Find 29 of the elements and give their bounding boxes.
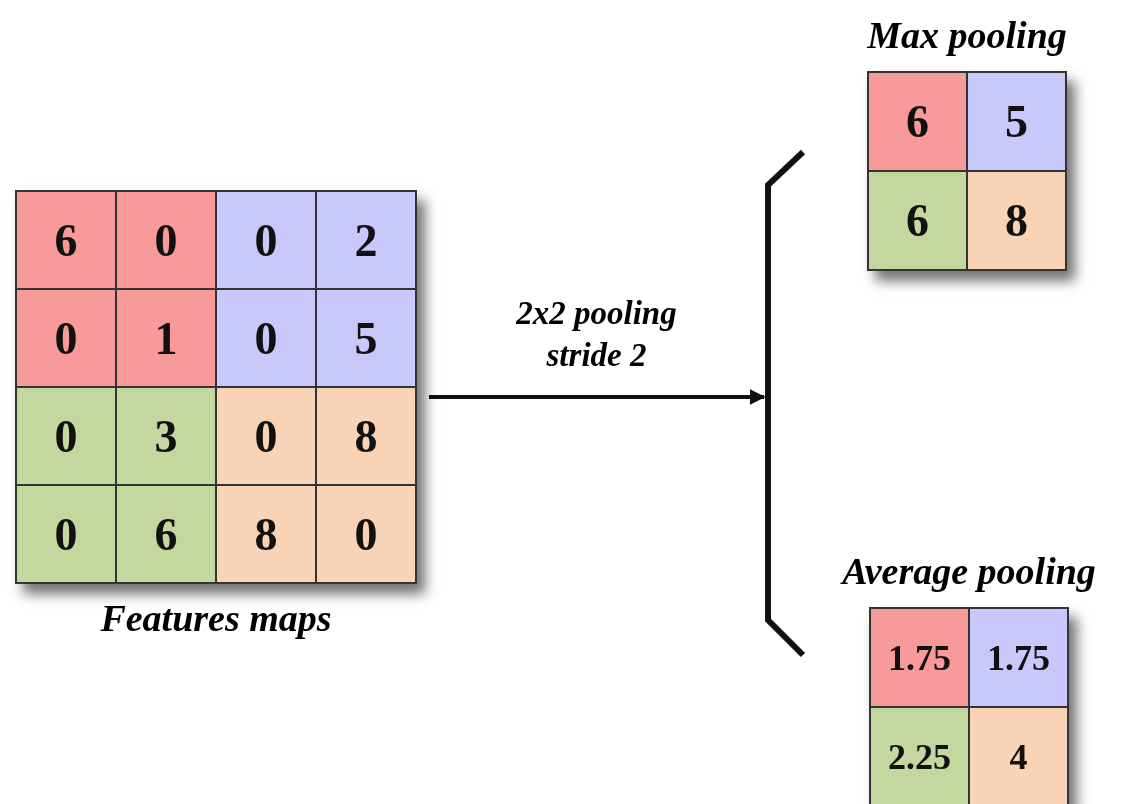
arrow [429,389,766,405]
grid-cell: 0 [17,388,115,484]
grid-title: Average pooling [842,549,1096,593]
grid-cell: 0 [117,192,215,288]
grid-cell: 2.25 [871,708,968,804]
grid-cell: 6 [869,73,966,170]
grid-cell: 3 [117,388,215,484]
grid-cell: 0 [217,290,315,386]
grid-cell: 4 [970,708,1067,804]
grid-cell: 5 [968,73,1065,170]
grid-cell: 1.75 [871,609,968,706]
grid-cell: 0 [17,290,115,386]
edge-label: 2x2 pooling stride 2 [515,294,678,375]
grid-cell: 8 [968,172,1065,269]
grid-cell: 0 [17,486,115,582]
grid-cell: 0 [217,192,315,288]
grid-cell: 5 [317,290,415,386]
grid-cell: 6 [117,486,215,582]
grid-cell: 8 [217,486,315,582]
grid-cell: 8 [317,388,415,484]
grid-cell: 0 [317,486,415,582]
grid-cell: 6 [869,172,966,269]
grid-title: Max pooling [867,13,1067,57]
grid-caption: Features maps [100,596,332,640]
grid-cell: 1 [117,290,215,386]
grid-cell: 2 [317,192,415,288]
grid-cell: 1.75 [970,609,1067,706]
grid-cell: 6 [17,192,115,288]
grid-cell: 0 [217,388,315,484]
